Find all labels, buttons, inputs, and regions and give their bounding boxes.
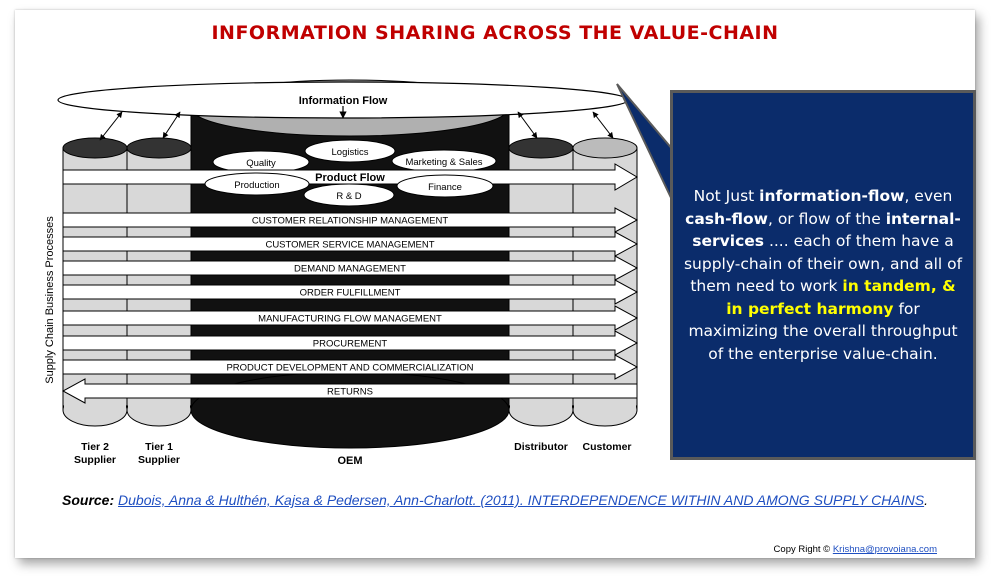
callout-pointer (616, 83, 674, 203)
function-production: Production (204, 172, 310, 196)
svg-text:R & D: R & D (336, 191, 361, 202)
source-link[interactable]: Dubois, Anna & Hulthén, Kajsa & Pedersen… (118, 492, 925, 508)
function-finance: Finance (396, 174, 494, 198)
callout-text: Not Just information-flow, even cash-flo… (683, 187, 963, 363)
svg-text:Finance: Finance (428, 182, 462, 193)
svg-text:Marketing & Sales: Marketing & Sales (405, 157, 482, 168)
slide: INFORMATION SHARING ACROSS THE VALUE-CHA… (15, 10, 976, 558)
source-citation: Source: Dubois, Anna & Hulthén, Kajsa & … (62, 492, 928, 508)
returns-arrow: RETURNS (61, 378, 638, 404)
svg-text:ORDER FULFILLMENT: ORDER FULFILLMENT (300, 288, 401, 299)
vertical-axis-label: Supply Chain Business Processes (44, 216, 56, 384)
tier1-label: Tier 1 (145, 441, 173, 453)
process-arrow: MANUFACTURING FLOW MANAGEMENT (62, 305, 639, 331)
supply-chain-diagram: Information Flow Logistics Quality Marke… (44, 79, 639, 467)
distributor-label: Distributor (514, 441, 568, 453)
svg-text:DEMAND MANAGEMENT: DEMAND MANAGEMENT (294, 264, 406, 275)
svg-text:CUSTOMER RELATIONSHIP MANAGEME: CUSTOMER RELATIONSHIP MANAGEMENT (252, 216, 449, 227)
tier2-label: Tier 2 (81, 441, 109, 453)
information-flow-label: Information Flow (299, 95, 388, 107)
svg-text:Production: Production (234, 180, 279, 191)
oem-label: OEM (337, 455, 362, 467)
process-arrow: PROCUREMENT (62, 330, 639, 356)
info-arrow-tier1 (162, 111, 181, 139)
function-rd: R & D (303, 183, 395, 207)
info-arrow-distributor (517, 111, 538, 139)
info-arrow-customer (592, 111, 614, 139)
copyright-email-link[interactable]: Krishna@provoiana.com (832, 544, 937, 555)
svg-text:CUSTOMER SERVICE MANAGEMENT: CUSTOMER SERVICE MANAGEMENT (265, 240, 434, 251)
slide-title: INFORMATION SHARING ACROSS THE VALUE-CHA… (211, 22, 779, 44)
info-arrow-tier2 (99, 111, 123, 141)
tier2-sublabel: Supplier (74, 454, 116, 466)
process-arrow: ORDER FULFILLMENT (62, 279, 639, 305)
process-arrow: PRODUCT DEVELOPMENT AND COMMERCIALIZATIO… (62, 354, 639, 380)
svg-text:PRODUCT DEVELOPMENT AND COMMER: PRODUCT DEVELOPMENT AND COMMERCIALIZATIO… (226, 363, 473, 374)
svg-text:Product Flow: Product Flow (315, 172, 385, 184)
copyright: Copy Right © Krishna@provoiana.com (773, 544, 937, 555)
process-arrow: DEMAND MANAGEMENT (62, 255, 639, 281)
function-logistics: Logistics (304, 139, 396, 163)
process-arrow: CUSTOMER RELATIONSHIP MANAGEMENT (62, 207, 639, 233)
callout-highlight: in tandem, & in perfect harmony (726, 277, 956, 318)
callout-box: Not Just information-flow, even cash-flo… (670, 90, 976, 460)
tier1-sublabel: Supplier (138, 454, 180, 466)
process-arrow: CUSTOMER SERVICE MANAGEMENT (62, 231, 639, 257)
svg-text:RETURNS: RETURNS (327, 387, 373, 398)
function-marketing-sales: Marketing & Sales (391, 149, 497, 173)
svg-text:Quality: Quality (246, 158, 276, 169)
customer-label: Customer (582, 441, 631, 453)
svg-text:MANUFACTURING FLOW MANAGEMENT: MANUFACTURING FLOW MANAGEMENT (258, 314, 442, 325)
svg-text:PROCUREMENT: PROCUREMENT (313, 339, 388, 350)
svg-text:Logistics: Logistics (332, 147, 369, 158)
source-label: Source: (62, 492, 115, 508)
